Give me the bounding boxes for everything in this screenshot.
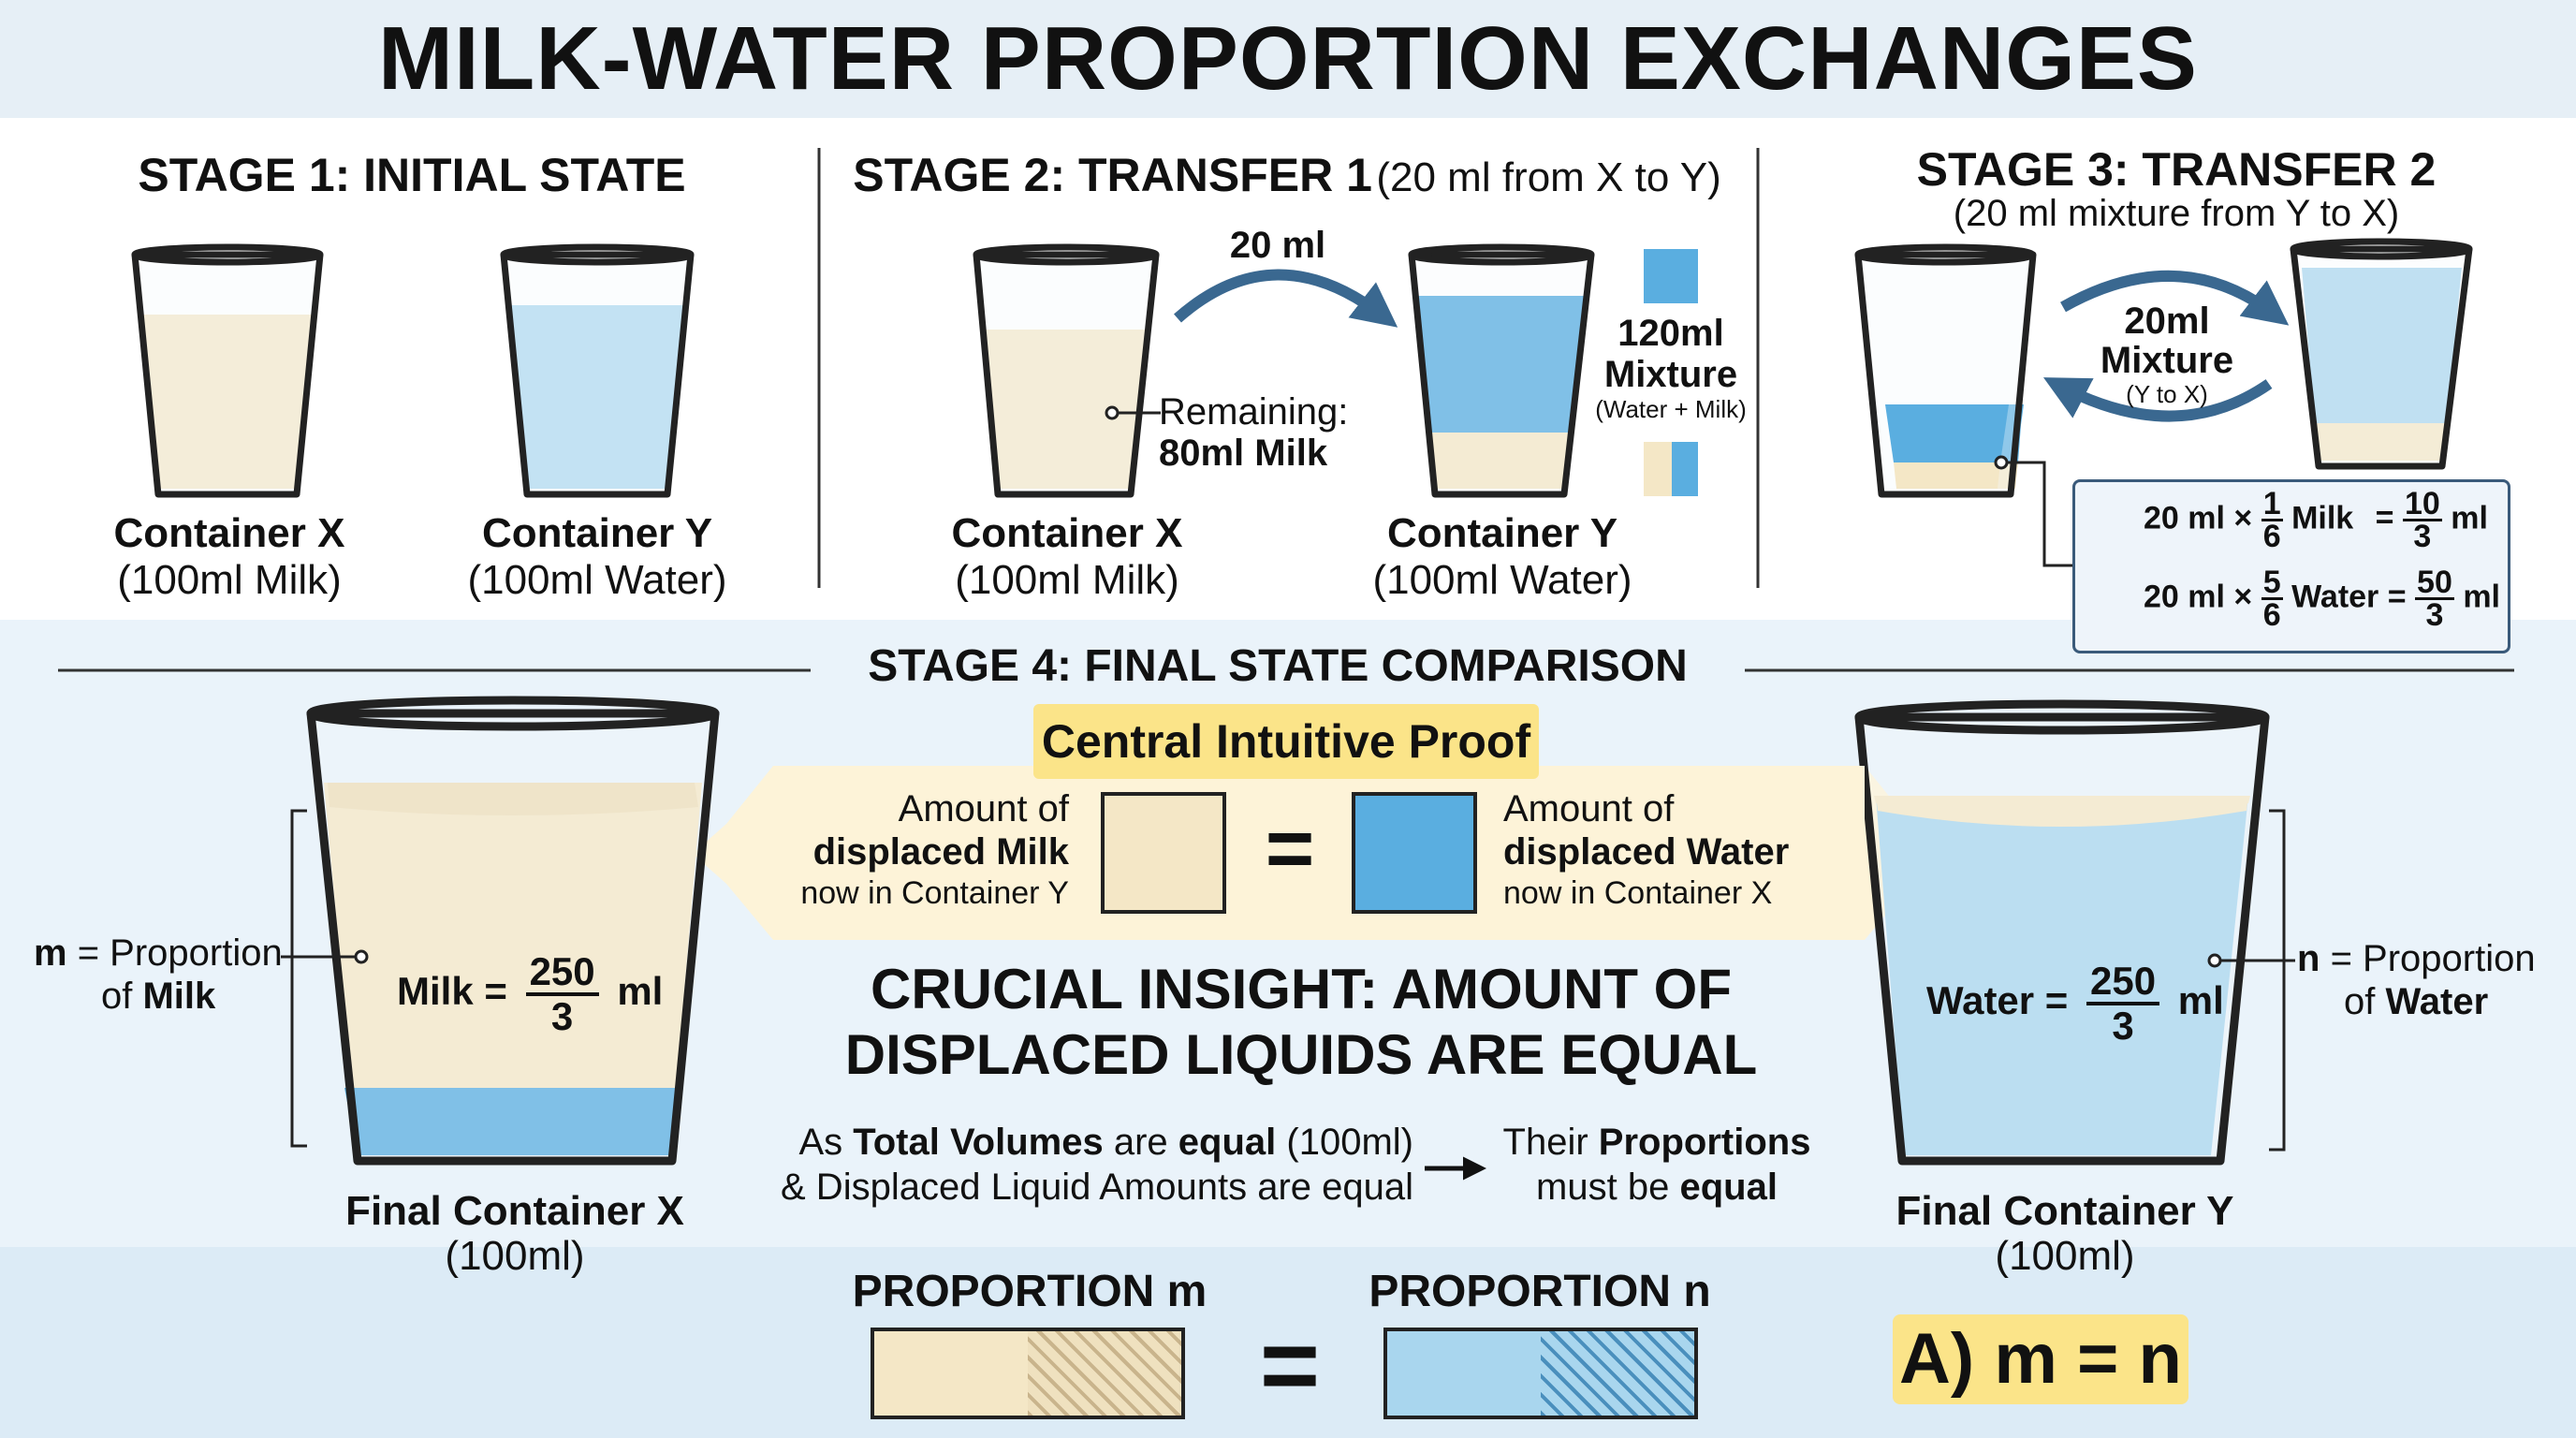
n-symbol: n [2297,938,2320,979]
proof-banner-left-tip [726,766,773,940]
proportion-equals: = [1259,1308,1321,1423]
proof-right-line2: displaced Water [1503,831,1790,873]
final-glass-y [1854,699,2270,1166]
proof-banner [773,766,1865,940]
mixture-swatch-milk [1644,442,1672,496]
n-definition-line1: n = Proportion [2297,938,2536,979]
reason-line2: & Displaced Liquid Amounts are equal [781,1167,1413,1208]
formula-water-prefix: 20 ml × [2144,579,2253,615]
mixture-label-2: Mixture [1603,354,1738,395]
proof-equals: = [1265,802,1315,896]
stage2-x-desc: (100ml Milk) [955,557,1179,603]
formula-milk-prefix: 20 ml × [2144,500,2253,536]
result-line1: Their Proportions [1502,1122,1811,1163]
stage2-heading: STAGE 2: TRANSFER 1 [853,149,1372,201]
stage3-glass-x [1854,243,2037,498]
formula-box [2072,479,2510,653]
mixture-swatch-water-part [1672,442,1698,496]
mixture-label-3: (Water + Milk) [1595,395,1747,423]
stage1-heading: STAGE 1: INITIAL STATE [138,149,686,201]
proof-left-line2: displaced Milk [812,831,1069,873]
stage3-heading-note: (20 ml mixture from Y to X) [1953,193,2400,234]
formula-connector [2007,461,2084,567]
proportion-n-label: PROPORTION n [1368,1267,1711,1316]
title-band [0,0,2576,118]
answer-badge: A) m = n [1893,1314,2188,1404]
m-definition-line1: m = Proportion [34,932,283,974]
transfer2-arrow-right [2060,271,2290,326]
stage2-y-name: Container Y [1386,510,1618,556]
proportion-m-bar-solid [871,1328,1032,1419]
transfer1-arrow [1174,269,1398,328]
formula-milk-liquid: Milk [2291,500,2354,536]
stage2-heading-row: STAGE 2: TRANSFER 1 (20 ml from X to Y) [842,148,1732,202]
final-glass-x [306,696,720,1166]
m-symbol: m [34,932,67,974]
insight-line2: DISPLACED LIQUIDS ARE EQUAL [844,1023,1758,1086]
final-y-desc: (100ml) [1995,1233,2135,1279]
transfer2-label-3: (Y to X) [2126,380,2208,408]
transfer2-label-2: Mixture [2100,340,2234,381]
stage2-glass-x [973,243,1161,498]
stage3-glass-y [2290,238,2473,470]
bracket-n [2269,809,2286,1152]
bracket-m [290,809,307,1148]
result-line2: must be equal [1536,1167,1778,1208]
stage2-y-desc: (100ml Water) [1372,557,1632,603]
transfer2-arrow-left [2042,377,2273,422]
stage2-glass-y [1408,243,1595,498]
final-x-name: Final Container X [345,1188,684,1234]
proof-left-line3: now in Container Y [800,875,1069,911]
proof-title: Central Intuitive Proof [1033,704,1539,779]
proportion-m-label: PROPORTION m [852,1267,1208,1316]
stage1-x-name: Container X [113,510,345,556]
proportion-n-bar-hatched [1541,1328,1698,1419]
mixture-label-1: 120ml [1617,313,1724,354]
n-definition-line2: of Water [2344,981,2489,1022]
stage4-heading: STAGE 4: FINAL STATE COMPARISON [868,641,1688,691]
stage1-glass-y [500,243,695,498]
formula-water-liquid: Water [2291,579,2379,615]
transfer1-label: 20 ml [1229,225,1326,266]
page-title: MILK-WATER PROPORTION EXCHANGES [378,8,2198,109]
stage2-x-name: Container X [951,510,1183,556]
proportion-m-bar-hatched [1028,1328,1185,1419]
stage3-heading: STAGE 3: TRANSFER 2 [1916,143,2437,196]
crucial-insight: CRUCIAL INSIGHT: AMOUNT OF DISPLACED LIQ… [796,957,1807,1088]
stage2-remaining-line1: Remaining: [1159,391,1349,433]
final-y-name: Final Container Y [1895,1188,2234,1234]
stage1-glass-x [131,243,324,498]
proof-right-line3: now in Container X [1503,875,1773,911]
reason-line1: As Total Volumes are equal (100ml) [798,1122,1413,1163]
proportion-n-bar-solid [1383,1328,1544,1419]
stage2-remaining-line2: 80ml Milk [1159,433,1328,474]
stage1-x-desc: (100ml Milk) [117,557,342,603]
final-x-desc: (100ml) [445,1233,585,1279]
transfer2-label-1: 20ml [2124,301,2210,342]
stage1-y-desc: (100ml Water) [467,557,727,603]
proof-left-line1: Amount of [898,788,1069,829]
insight-line1: CRUCIAL INSIGHT: AMOUNT OF [871,958,1732,1020]
stage1-y-name: Container Y [481,510,713,556]
mixture-swatch-water [1644,249,1698,303]
proof-right-line1: Amount of [1503,788,1675,829]
displaced-milk-swatch [1101,792,1226,914]
stage2-heading-note: (20 ml from X to Y) [1376,154,1721,200]
m-definition-line2: of Milk [101,976,216,1017]
displaced-water-swatch [1352,792,1477,914]
